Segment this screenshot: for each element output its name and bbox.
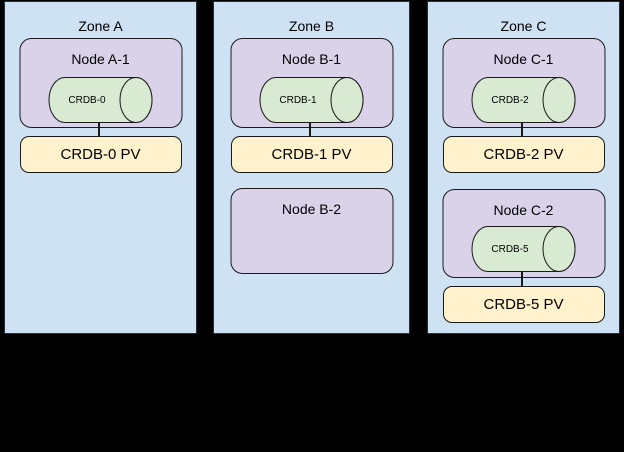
zone-b: Zone B Node B-1 CRDB-1 CRDB-1 PV Node B-… <box>213 1 410 334</box>
db-label: CRDB-2 <box>491 94 529 106</box>
connector-line <box>97 123 100 137</box>
zone-title: Zone B <box>288 18 335 34</box>
node-title: Node C-2 <box>493 202 554 218</box>
crdb-1-pv-box: CRDB-1 PV <box>230 136 393 173</box>
node-c2: Node C-2 CRDB-5 <box>442 189 605 278</box>
pv-label: CRDB-1 PV <box>271 146 352 163</box>
connector-line <box>520 271 523 287</box>
node-title: Node A-1 <box>71 51 130 67</box>
crdb-2-pv-box: CRDB-2 PV <box>442 136 605 173</box>
node-a1: Node A-1 CRDB-0 <box>19 38 182 128</box>
zone-title: Zone A <box>78 18 123 34</box>
pv-label: CRDB-5 PV <box>483 296 564 313</box>
node-title: Node B-2 <box>281 201 342 217</box>
pv-label: CRDB-0 PV <box>60 146 141 163</box>
crdb-2-cylinder: CRDB-2 <box>471 77 576 123</box>
zone-a: Zone A Node A-1 CRDB-0 CRDB-0 PV <box>4 1 197 334</box>
crdb-1-cylinder: CRDB-1 <box>259 77 364 123</box>
connector-line <box>308 123 311 137</box>
crdb-5-pv-box: CRDB-5 PV <box>442 286 605 323</box>
pv-label: CRDB-2 PV <box>483 146 564 163</box>
connector-line <box>520 123 523 137</box>
node-title: Node B-1 <box>281 51 342 67</box>
database-cylinder-icon <box>471 226 576 272</box>
node-c1: Node C-1 CRDB-2 <box>442 38 605 128</box>
zone-c: Zone C Node C-1 CRDB-2 CRDB-2 PV Node C-… <box>427 1 620 334</box>
database-cylinder-icon <box>259 77 364 123</box>
node-title: Node C-1 <box>493 51 554 67</box>
crdb-0-pv-box: CRDB-0 PV <box>19 136 182 173</box>
db-label: CRDB-5 <box>491 243 529 255</box>
node-b1: Node B-1 CRDB-1 <box>230 38 393 128</box>
db-label: CRDB-0 <box>68 94 106 106</box>
database-cylinder-icon <box>48 77 153 123</box>
node-b2: Node B-2 <box>230 188 393 274</box>
crdb-0-cylinder: CRDB-0 <box>48 77 153 123</box>
zone-title: Zone C <box>500 18 547 34</box>
db-label: CRDB-1 <box>279 94 317 106</box>
crdb-5-cylinder: CRDB-5 <box>471 226 576 272</box>
database-cylinder-icon <box>471 77 576 123</box>
